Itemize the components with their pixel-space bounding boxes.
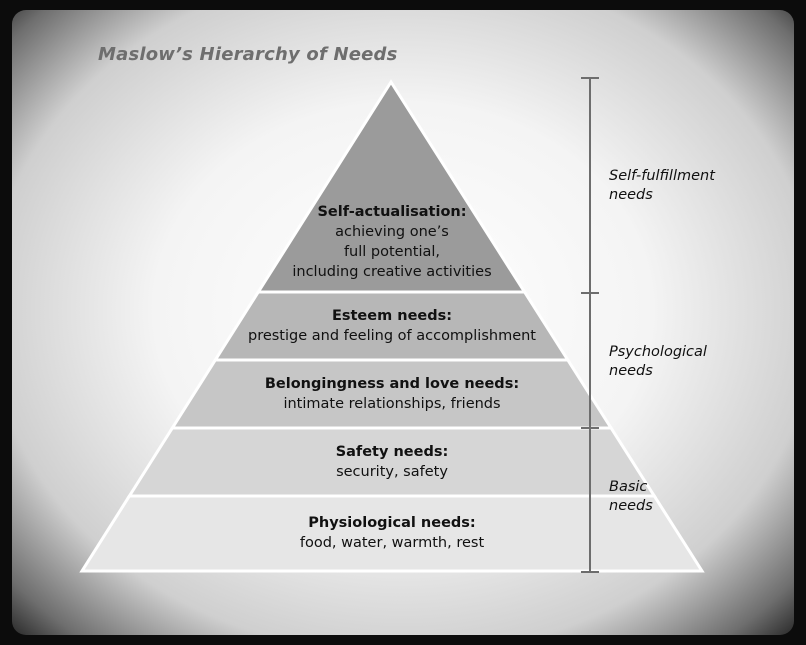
tier-text-line: security, safety xyxy=(336,464,448,480)
group-label-line: Psychological xyxy=(609,344,707,360)
tier-heading: Belongingness and love needs: xyxy=(264,376,520,392)
tier-esteem: Esteem needs: prestige and feeling of ac… xyxy=(212,306,572,346)
tier-text-line: including creative activities xyxy=(292,264,492,280)
group-label-line: Basic xyxy=(609,479,648,495)
group-label-self-fulfillment: Self-fulfillment needs xyxy=(609,167,715,205)
tier-safety: Safety needs: security, safety xyxy=(212,442,572,482)
group-label-psychological: Psychological needs xyxy=(609,343,707,381)
tier-physiological: Physiological needs: food, water, warmth… xyxy=(212,513,572,553)
tier-text-line: food, water, warmth, rest xyxy=(299,535,485,551)
pyramid-graphic xyxy=(79,77,705,573)
group-label-line: needs xyxy=(609,363,653,379)
tier-heading: Self-actualisation: xyxy=(317,204,467,220)
group-label-basic: Basic needs xyxy=(609,478,653,516)
diagram-canvas: Maslow’s Hierarchy of Needs Self-actuali… xyxy=(12,10,794,635)
tier-text-line: achieving one’s xyxy=(335,224,449,240)
diagram-title: Maslow’s Hierarchy of Needs xyxy=(98,44,398,65)
tier-text-line: full potential, xyxy=(343,244,441,260)
tier-heading: Esteem needs: xyxy=(331,308,453,324)
tier-self-actualisation: Self-actualisation: achieving one’s full… xyxy=(242,202,542,282)
tier-belongingness: Belongingness and love needs: intimate r… xyxy=(212,374,572,414)
tier-heading: Physiological needs: xyxy=(308,515,476,531)
group-label-line: Self-fulfillment xyxy=(609,168,715,184)
group-label-line: needs xyxy=(609,498,653,514)
tier-heading: Safety needs: xyxy=(335,444,449,460)
tier-text-line: prestige and feeling of accomplishment xyxy=(247,328,536,344)
tier-band-physiological xyxy=(79,494,705,573)
group-label-line: needs xyxy=(609,187,653,203)
tier-text-line: intimate relationships, friends xyxy=(283,396,501,412)
